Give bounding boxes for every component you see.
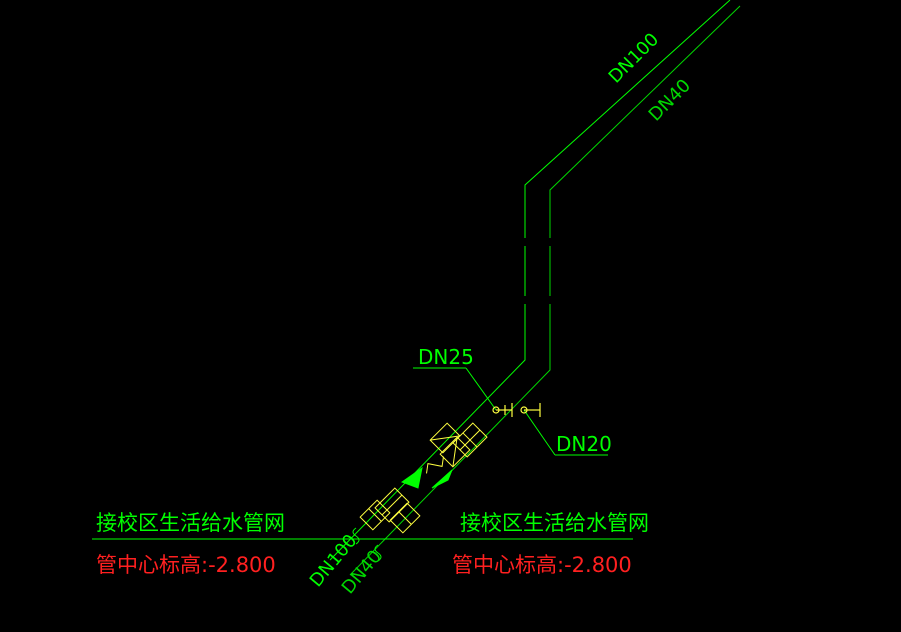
- pipe-fittings: [352, 422, 488, 562]
- label-dn40-top: DN40: [645, 75, 695, 125]
- note-right-elevation: 管中心标高:-2.800: [452, 553, 632, 577]
- label-dn100-top: DN100: [605, 29, 663, 87]
- note-left-title: 接校区生活给水管网: [96, 511, 285, 535]
- label-dn25: DN25: [418, 345, 474, 369]
- leader-dn25: [413, 367, 497, 411]
- pipe-dn100: [329, 0, 731, 561]
- leader-dn20: [523, 409, 608, 456]
- pipe-break-marks: [523, 122, 630, 304]
- label-dn20: DN20: [556, 432, 612, 456]
- filled-fittings: [400, 466, 453, 489]
- valve-markers: [492, 403, 541, 417]
- note-right-title: 接校区生活给水管网: [460, 511, 649, 535]
- note-left-elevation: 管中心标高:-2.800: [96, 553, 276, 577]
